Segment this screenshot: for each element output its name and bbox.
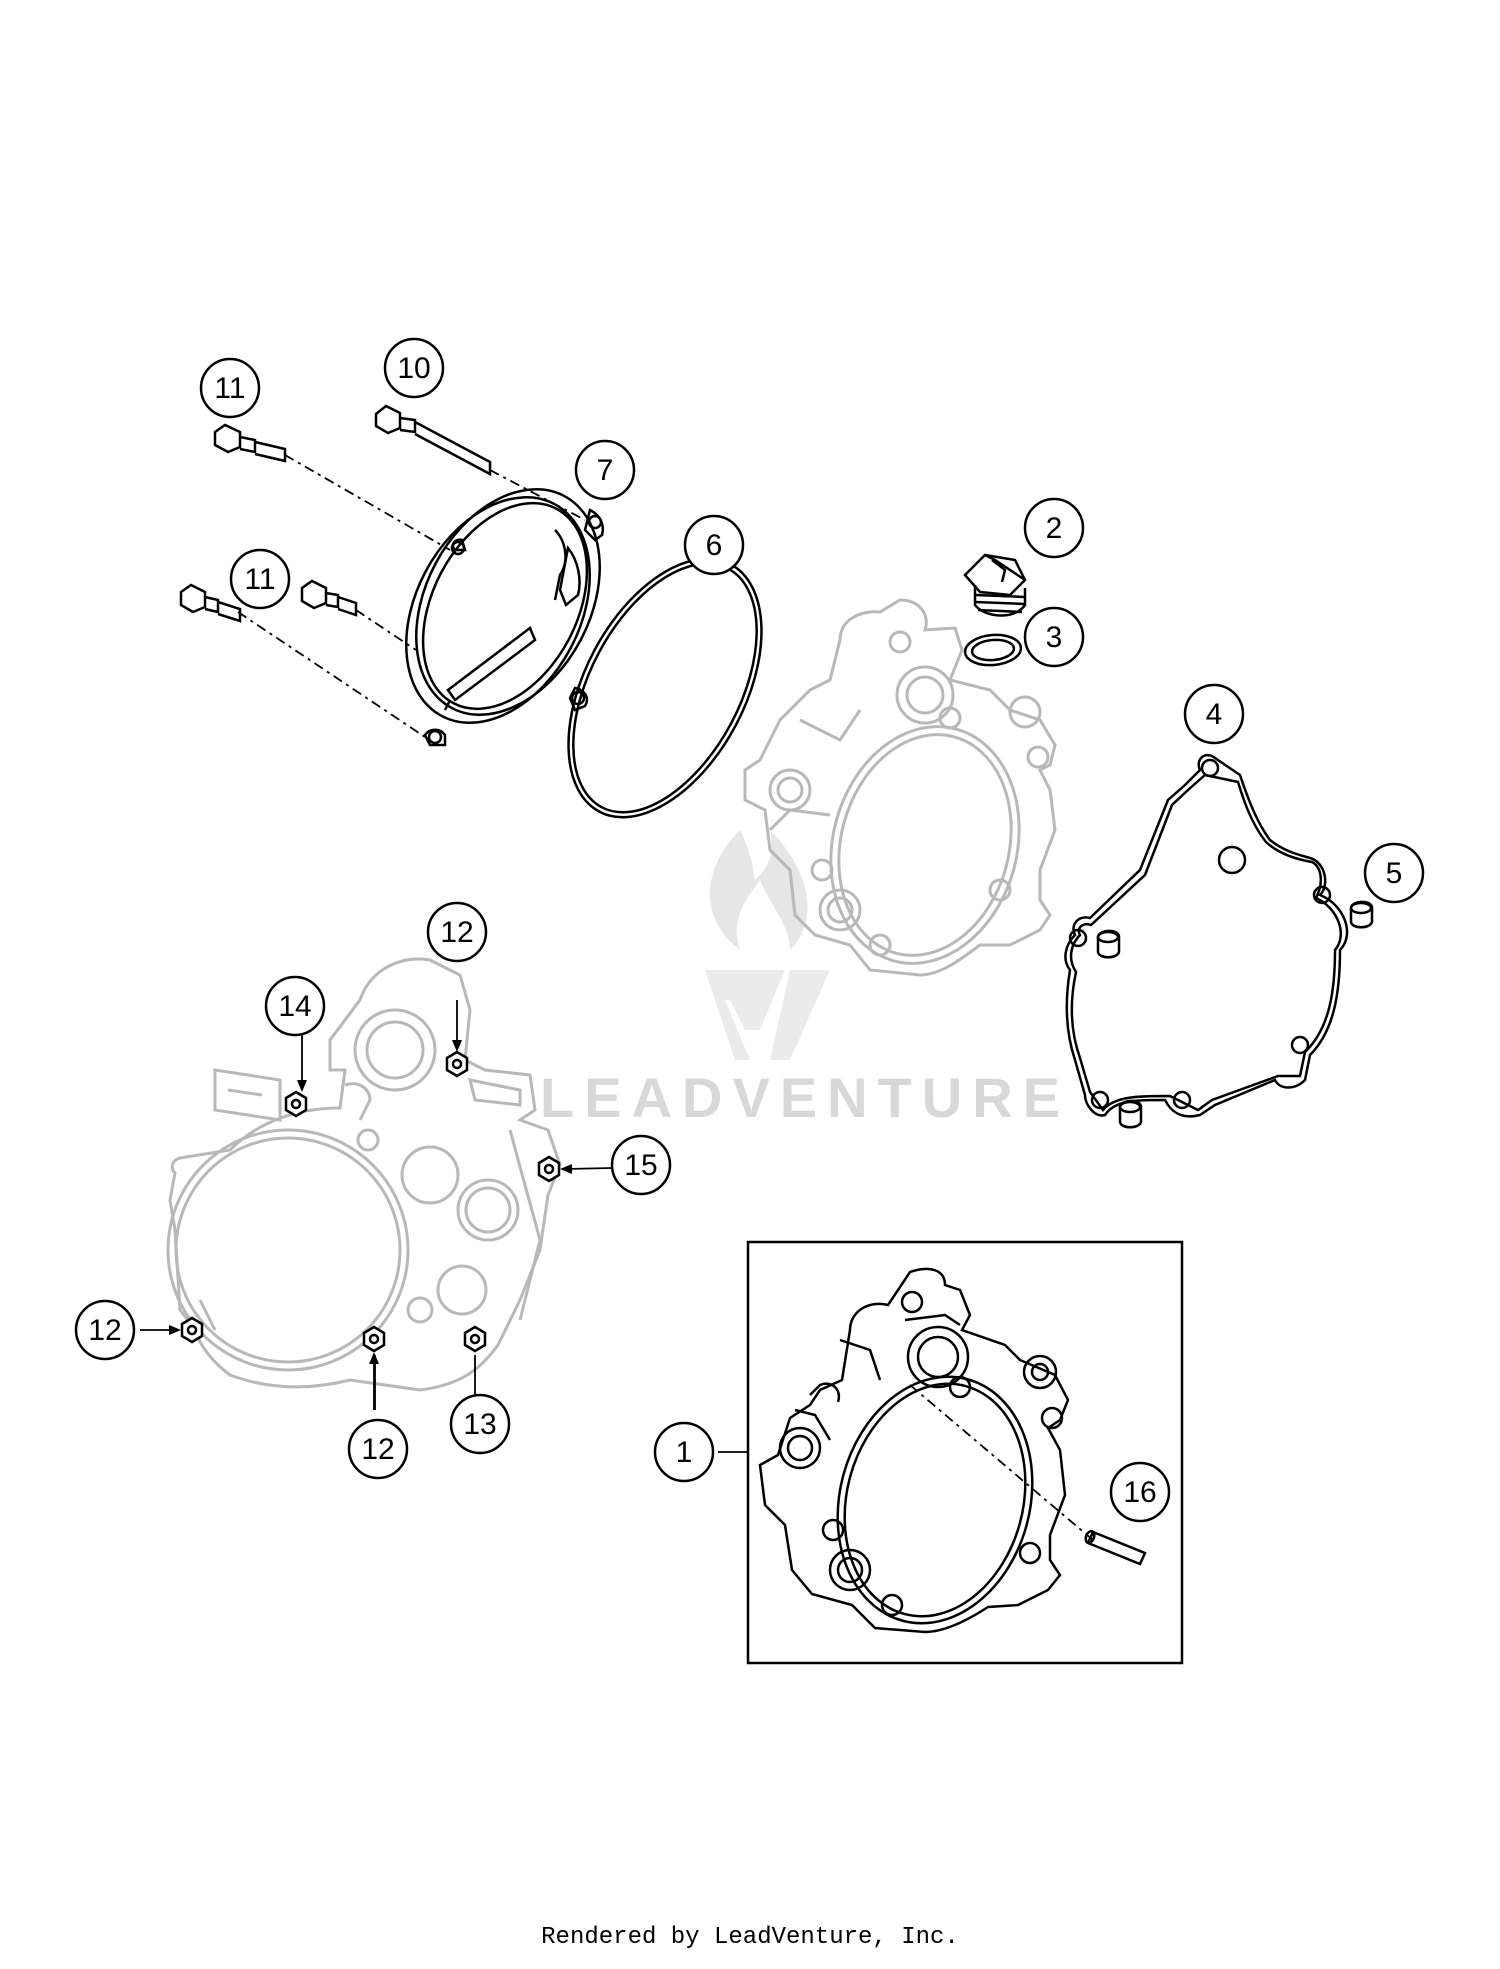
- outer-cover-ghost: [743, 598, 1057, 977]
- svg-text:12: 12: [88, 1314, 121, 1347]
- callout-5: 5: [1363, 842, 1425, 904]
- oil-filler-plug: [963, 553, 1027, 617]
- svg-text:1: 1: [676, 1436, 693, 1469]
- callout-1: 1: [653, 1421, 715, 1483]
- callout-16: 16: [1109, 1461, 1171, 1523]
- screws: [179, 404, 492, 623]
- callout-12-left: 12: [74, 1299, 136, 1361]
- callout-7: 7: [574, 439, 636, 501]
- clutch-cover-ghost: [166, 957, 562, 1392]
- watermark-text: LEADVENTURE: [540, 1066, 1070, 1129]
- svg-text:2: 2: [1046, 512, 1063, 545]
- svg-text:6: 6: [706, 529, 723, 562]
- svg-text:3: 3: [1046, 621, 1063, 654]
- svg-text:11: 11: [214, 372, 245, 405]
- callout-15: 15: [610, 1134, 672, 1196]
- svg-text:7: 7: [597, 454, 614, 487]
- callout-11-top: 11: [199, 357, 261, 419]
- callout-12-top: 12: [426, 901, 488, 963]
- o-ring-seal: [567, 557, 763, 819]
- render-credit: Rendered by LeadVenture, Inc.: [541, 1924, 959, 1951]
- svg-text:4: 4: [1206, 698, 1223, 731]
- callout-11-bottom: 11: [229, 548, 291, 610]
- svg-text:16: 16: [1123, 1476, 1156, 1509]
- callout-2: 2: [1023, 497, 1085, 559]
- callout-14: 14: [264, 975, 326, 1037]
- callout-12-bottom: 12: [347, 1418, 409, 1480]
- svg-text:13: 13: [463, 1408, 496, 1441]
- callout-6: 6: [683, 514, 745, 576]
- svg-text:15: 15: [624, 1149, 657, 1182]
- svg-text:14: 14: [278, 990, 311, 1023]
- callout-13: 13: [449, 1393, 511, 1455]
- inner-cover-ring: [405, 488, 605, 747]
- dowel-pin: [1084, 1529, 1147, 1566]
- seal-ring: [963, 633, 1023, 667]
- svg-text:10: 10: [397, 352, 430, 385]
- cover-gasket: [1064, 753, 1349, 1118]
- svg-text:5: 5: [1386, 857, 1403, 890]
- leader-arrowheads: [169, 1040, 572, 1364]
- watermark-logo: [705, 830, 830, 1060]
- svg-text:12: 12: [361, 1433, 394, 1466]
- svg-text:12: 12: [440, 916, 473, 949]
- leader-lines: [140, 454, 1094, 1541]
- svg-text:11: 11: [244, 563, 275, 596]
- callout-3: 3: [1023, 606, 1085, 668]
- dowel-sleeves: [1096, 900, 1374, 1129]
- callout-10: 10: [383, 337, 445, 399]
- callout-4: 4: [1183, 683, 1245, 745]
- outer-cover-assembly: [758, 1267, 1070, 1634]
- nuts: [180, 1050, 561, 1353]
